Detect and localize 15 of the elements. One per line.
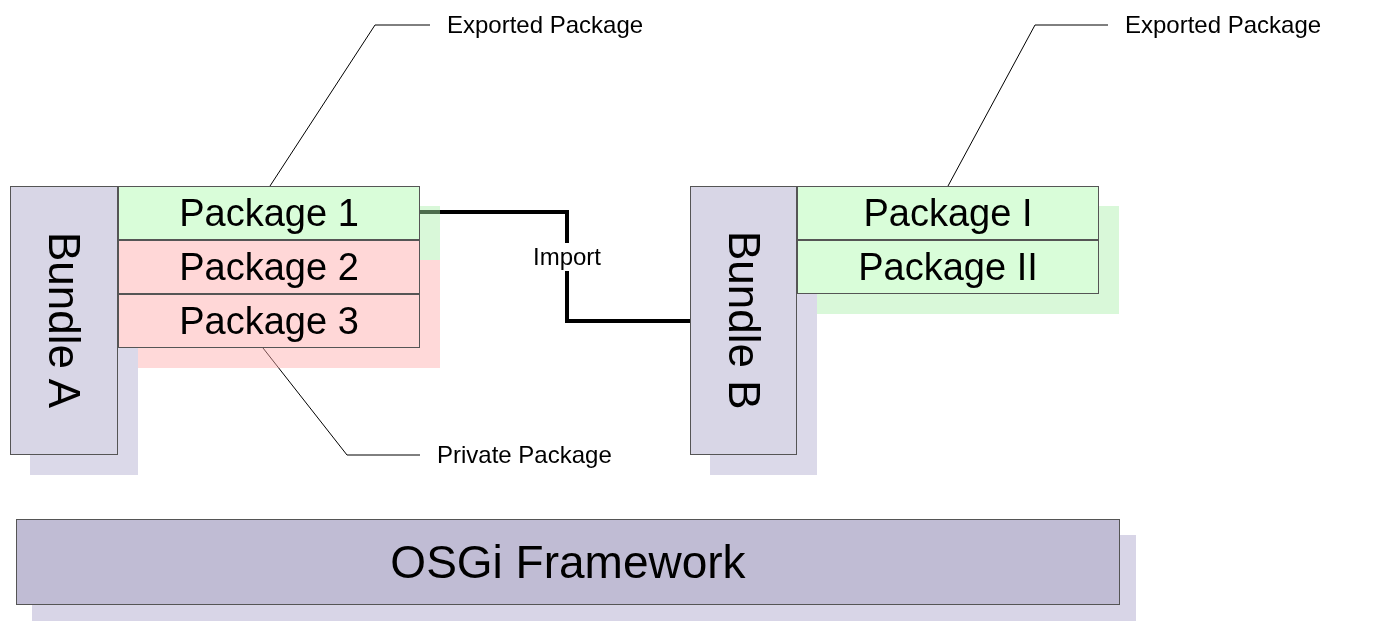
framework-bar: OSGi Framework	[16, 519, 1120, 605]
leader-line	[262, 347, 421, 456]
package-box: Package I	[797, 186, 1099, 240]
leader-line	[269, 24, 431, 187]
package-box: Package II	[797, 240, 1099, 294]
bundle-box: Bundle B	[690, 186, 797, 455]
callout-label: Exported Package	[1108, 8, 1379, 42]
callout-label: Private Package	[420, 438, 680, 472]
bundle-box: Bundle A	[10, 186, 118, 455]
callout-label: Exported Package	[430, 8, 710, 42]
package-box: Package 3	[118, 294, 420, 348]
package-box: Package 2	[118, 240, 420, 294]
leader-line	[947, 24, 1109, 187]
package-box: Package 1	[118, 186, 420, 240]
connector-line	[420, 210, 690, 323]
